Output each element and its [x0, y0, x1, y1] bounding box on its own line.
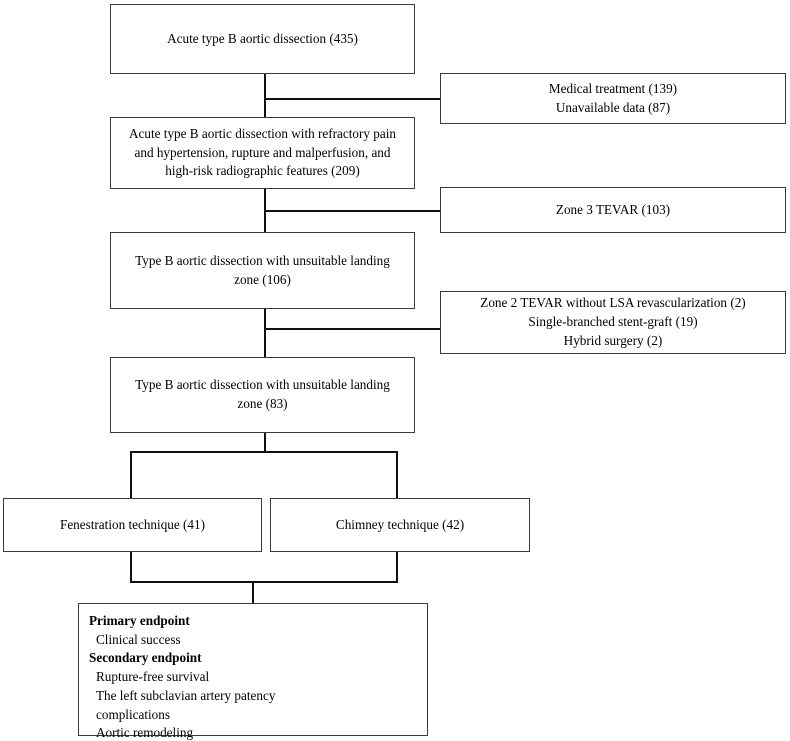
secondary-endpoint-item-4: Aortic remodeling [96, 725, 194, 741]
group-chimney-box: Chimney technique (42) [270, 498, 530, 552]
exclusion-medical-unavailable-text: Medical treatment (139) Unavailable data… [548, 80, 678, 115]
connector-branch-to-exclusion-3 [264, 328, 442, 331]
connector-merge-to-endpoints [252, 581, 255, 605]
secondary-endpoint-item-1: Rupture-free survival [96, 669, 210, 685]
connector-merge-bus [130, 581, 398, 584]
primary-endpoint-heading: Primary endpoint [89, 613, 190, 628]
connector-split-right-down [396, 451, 399, 499]
connector-branch-to-exclusion-2 [264, 210, 442, 213]
exclusion-medical-unavailable-box: Medical treatment (139) Unavailable data… [440, 73, 786, 124]
secondary-endpoint-heading: Secondary endpoint [89, 650, 202, 666]
secondary-endpoint-item-3: complications [96, 706, 170, 722]
cohort-total-text: Acute type B aortic dissection (435) [167, 30, 358, 46]
primary-endpoint-item: Clinical success [96, 631, 181, 647]
secondary-endpoint-item-2: The left subclavian artery patency [96, 687, 276, 703]
exclusion-zone3-tevar-text: Zone 3 TEVAR (103) [555, 201, 671, 217]
endpoints-text: Primary endpoint Clinical success Second… [89, 612, 417, 741]
cohort-unsuitable-83-text: Type B aortic dissection with unsuitable… [135, 377, 390, 411]
connector-n3-to-n4 [264, 308, 267, 362]
connector-split-bus [130, 451, 398, 454]
connector-branch-to-exclusion-1 [264, 98, 442, 101]
exclusion-zone3-tevar-box: Zone 3 TEVAR (103) [440, 187, 786, 233]
cohort-indications-box: Acute type B aortic dissection with refr… [110, 117, 415, 189]
group-fenestration-text: Fenestration technique (41) [59, 516, 206, 532]
cohort-indications-text: Acute type B aortic dissection with refr… [129, 125, 396, 179]
connector-split-left-down [130, 451, 133, 499]
connector-n4-down [264, 430, 267, 453]
group-fenestration-box: Fenestration technique (41) [3, 498, 262, 552]
endpoints-box: Primary endpoint Clinical success Second… [78, 603, 428, 740]
group-chimney-text: Chimney technique (42) [335, 516, 465, 532]
cohort-unsuitable-106-text: Type B aortic dissection with unsuitable… [135, 252, 390, 287]
cohort-unsuitable-106-box: Type B aortic dissection with unsuitable… [110, 232, 415, 309]
connector-chimney-down [396, 551, 399, 583]
cohort-total-box: Acute type B aortic dissection (435) [110, 4, 415, 74]
exclusion-other-procedures-box: Zone 2 TEVAR without LSA revascularizati… [440, 291, 786, 354]
exclusion-other-procedures-text: Zone 2 TEVAR without LSA revascularizati… [480, 295, 746, 348]
cohort-unsuitable-83-box: Type B aortic dissection with unsuitable… [110, 357, 415, 433]
connector-n1-to-n2 [264, 72, 267, 120]
connector-fenestration-down [130, 551, 133, 583]
